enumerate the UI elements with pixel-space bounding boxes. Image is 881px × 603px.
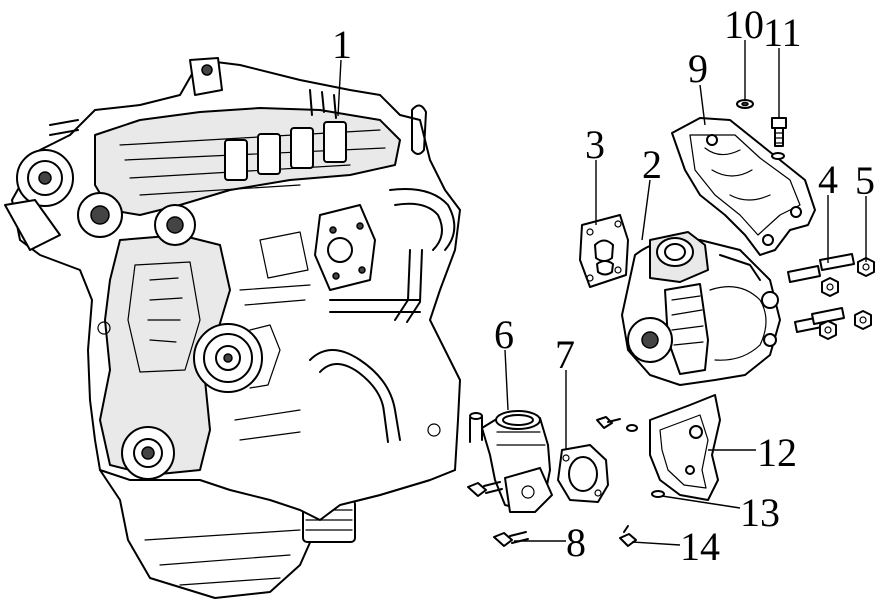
callout-12: 12 [757, 430, 797, 475]
heat-shield-illustration [671, 117, 816, 256]
callout-9: 9 [688, 46, 708, 91]
turbocharger-illustration [621, 231, 781, 386]
callout-1: 1 [332, 22, 352, 67]
bolt-illustration [619, 525, 637, 547]
gasket-illustration [579, 214, 629, 288]
nut-illustration [819, 257, 875, 340]
housing-illustration [469, 410, 553, 513]
callout-2: 2 [642, 142, 662, 187]
leader-lines [337, 40, 867, 546]
heat-shield-illustration [649, 394, 721, 501]
callout-labels: 1 2 3 4 5 6 7 8 9 10 11 12 13 14 [332, 2, 875, 569]
engine-assembly-illustration [4, 57, 461, 599]
callout-13: 13 [740, 490, 780, 535]
callout-6: 6 [494, 312, 514, 357]
callout-7: 7 [555, 332, 575, 377]
callout-8: 8 [566, 520, 586, 565]
callout-11: 11 [763, 10, 802, 55]
callout-3: 3 [585, 122, 605, 167]
washer-illustration [736, 99, 754, 109]
stud-illustration [787, 253, 855, 333]
bolt-illustration [467, 481, 529, 547]
callout-14: 14 [680, 524, 720, 569]
bolt-illustration [771, 117, 787, 147]
washer-illustration [771, 152, 785, 160]
callout-4: 4 [818, 157, 838, 202]
callout-5: 5 [855, 158, 875, 203]
washer-illustration [651, 490, 665, 498]
callout-10: 10 [724, 2, 764, 47]
gasket-illustration [557, 444, 609, 503]
bolt-illustration [596, 416, 638, 432]
